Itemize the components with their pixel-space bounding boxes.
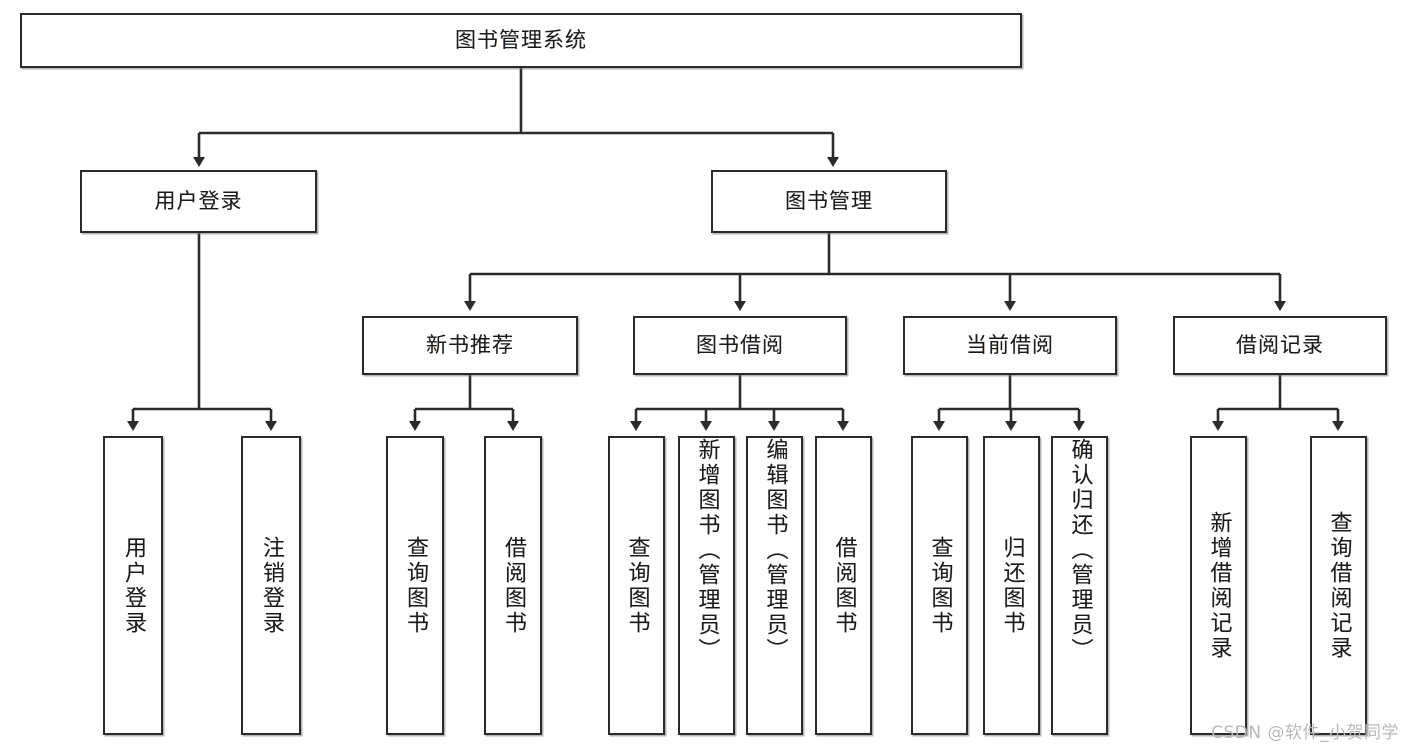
node-label: 图书管理系统 [455,28,587,53]
node-label: 新增图书（管理员） [694,438,720,663]
node-label: 当前借阅 [966,333,1054,358]
node-book-borrowing[interactable]: 图书借阅 [633,316,847,375]
node-label: 用户登录 [120,535,146,636]
node-label: 用户登录 [154,189,243,214]
node-label: 查询图书 [624,535,650,636]
node-label: 新增借阅记录 [1206,510,1232,661]
node-label: 确认归还（管理员） [1067,438,1093,663]
node-label: 注销登录 [258,535,284,636]
node-label: 借阅图书 [831,535,857,636]
node-label: 查询图书 [402,535,428,636]
leaf-add-record[interactable]: 新增借阅记录 [1190,436,1247,735]
node-label: 借阅图书 [500,535,526,636]
leaf-borrow-book[interactable]: 借阅图书 [815,436,872,735]
node-root-system[interactable]: 图书管理系统 [20,13,1022,68]
leaf-query-book-borrow[interactable]: 查询图书 [608,436,665,735]
node-label: 图书借阅 [696,333,784,358]
leaf-query-book-current[interactable]: 查询图书 [911,436,968,735]
leaf-edit-book[interactable]: 编辑图书（管理员） [746,436,803,735]
leaf-return-book[interactable]: 归还图书 [983,436,1040,735]
node-borrowing-record[interactable]: 借阅记录 [1173,316,1387,375]
leaf-confirm-return[interactable]: 确认归还（管理员） [1051,436,1108,735]
leaf-borrow-book-rec[interactable]: 借阅图书 [484,436,542,735]
node-label: 查询借阅记录 [1326,510,1352,661]
watermark: CSDN @软件_小贺同学 [1211,723,1399,743]
leaf-query-book-rec[interactable]: 查询图书 [386,436,444,735]
leaf-user-login[interactable]: 用户登录 [103,436,163,735]
node-label: 借阅记录 [1236,333,1324,358]
node-book-management[interactable]: 图书管理 [711,170,947,233]
node-label: 归还图书 [999,535,1025,636]
node-current-borrowing[interactable]: 当前借阅 [903,316,1117,375]
node-label: 查询图书 [927,535,953,636]
leaf-add-book[interactable]: 新增图书（管理员） [678,436,735,735]
leaf-query-record[interactable]: 查询借阅记录 [1310,436,1367,735]
node-user-login[interactable]: 用户登录 [80,170,317,233]
leaf-logout[interactable]: 注销登录 [241,436,301,735]
node-new-book-recommendation[interactable]: 新书推荐 [362,316,578,375]
node-label: 新书推荐 [426,333,514,358]
node-label: 编辑图书（管理员） [762,438,788,663]
node-label: 图书管理 [785,189,873,214]
